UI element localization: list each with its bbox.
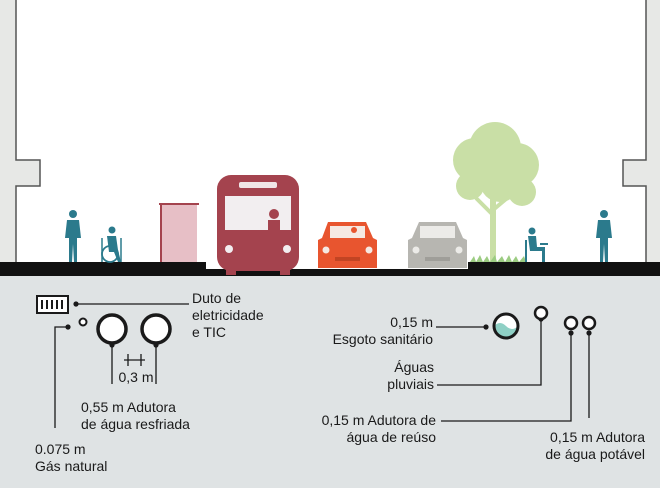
pipe-spacing-label: 0,3 m [118,369,154,385]
electric-duct-icon [36,295,69,314]
street-surface [0,262,660,276]
reuse-water-label: 0,15 m Adutora de água de reúso [321,412,436,445]
potable-water-label: 0,15 m Adutora de água potável [545,429,645,462]
sewer-pipe-icon [492,312,520,340]
chilled-water-label: 0,55 m Adutora de água resfriada [81,399,190,432]
stormwater-pipe-icon [533,305,549,321]
chilled-water-pipe-icon [96,313,128,345]
potable-water-pipe-icon [581,315,597,331]
pedestrian-icon [65,210,81,262]
sewer-label: 0,15 m Esgoto sanitário [332,314,433,347]
bus-icon [217,175,299,275]
tree-icon [453,122,539,262]
reuse-water-pipe-icon [563,315,579,331]
right-building [622,0,660,262]
bench-person-icon [525,227,548,262]
natural-gas-label: 0.075 m Gás natural [35,441,108,474]
stormwater-label: Águas pluviais [387,359,434,392]
gas-pipe-icon [78,317,88,327]
electric-duct-label: Duto de eletricidade e TIC [192,290,264,340]
left-building [0,0,41,262]
pedestrian-icon [596,210,612,262]
chilled-water-pipe-icon [140,313,172,345]
underground-area [0,276,660,488]
bus-shelter-icon [159,203,199,262]
red-car-icon [318,222,377,268]
leader-lines [54,303,590,428]
grey-car-icon [408,222,467,268]
wheelchair-user-icon [101,226,122,263]
